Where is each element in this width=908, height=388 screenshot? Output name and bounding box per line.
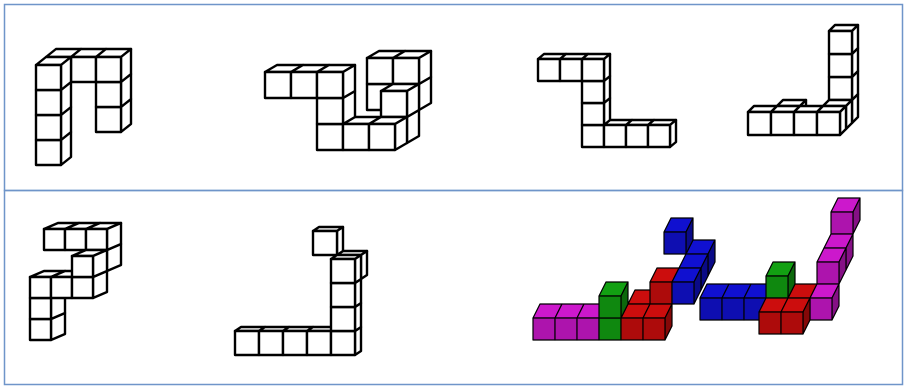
figure-5	[30, 223, 121, 340]
cube-front-face	[555, 318, 577, 340]
cube-front-face	[331, 283, 355, 307]
figure-4	[748, 25, 858, 135]
cube-front-face	[538, 59, 560, 81]
cube-front-face	[265, 72, 291, 98]
cube-front-face	[381, 91, 407, 117]
cube-front-face	[36, 90, 61, 115]
cube-front-face	[626, 125, 648, 147]
cube-front-face	[700, 298, 722, 320]
cube-front-face	[317, 124, 343, 150]
cube-front-face	[722, 298, 744, 320]
figure-7	[533, 218, 715, 340]
cube-front-face	[794, 112, 817, 135]
cube-front-face	[36, 115, 61, 140]
cube-side-face	[395, 117, 407, 150]
cube-front-face	[259, 331, 283, 355]
cube-front-face	[71, 57, 96, 82]
cube-front-face	[664, 232, 686, 254]
cube-front-face	[582, 125, 604, 147]
cube-front-face	[650, 282, 672, 304]
cube-front-face	[72, 256, 93, 277]
cube-front-face	[44, 229, 65, 250]
cube-front-face	[317, 72, 343, 98]
cube-front-face	[30, 319, 51, 340]
cube-front-face	[748, 112, 771, 135]
cube-front-face	[829, 54, 852, 77]
cube-front-face	[331, 259, 355, 283]
figure-3	[538, 54, 676, 147]
cube-front-face	[235, 331, 259, 355]
cube-front-face	[30, 298, 51, 319]
cube-front-face	[817, 112, 840, 135]
cube-front-face	[331, 331, 355, 355]
cube-front-face	[313, 231, 337, 255]
cube-side-face	[419, 51, 431, 84]
cube-front-face	[36, 65, 61, 90]
cube-front-face	[393, 58, 419, 84]
cube-front-face	[36, 140, 61, 165]
cube-front-face	[810, 298, 832, 320]
cube-front-face	[759, 312, 781, 334]
cube-side-face	[93, 250, 107, 277]
cube-front-face	[817, 262, 839, 284]
cube-side-face	[407, 84, 419, 117]
figure-8	[700, 198, 860, 334]
cube-front-face	[331, 307, 355, 331]
cube-front-face	[604, 125, 626, 147]
figure-1	[36, 49, 131, 165]
cube-front-face	[533, 318, 555, 340]
cube-front-face	[96, 57, 121, 82]
cube-front-face	[30, 277, 51, 298]
cube-front-face	[829, 77, 852, 100]
top-panel-border	[5, 5, 903, 191]
cube-front-face	[86, 229, 107, 250]
cube-front-face	[781, 312, 803, 334]
cube-front-face	[582, 103, 604, 125]
cube-front-face	[65, 229, 86, 250]
cube-front-face	[317, 98, 343, 124]
cube-front-face	[560, 59, 582, 81]
cube-front-face	[291, 72, 317, 98]
cube-front-face	[582, 81, 604, 103]
cube-front-face	[51, 277, 72, 298]
cube-front-face	[582, 59, 604, 81]
cube-front-face	[369, 124, 395, 150]
cube-front-face	[307, 331, 331, 355]
cube-front-face	[599, 296, 621, 318]
cube-side-face	[107, 223, 121, 250]
cube-front-face	[599, 318, 621, 340]
cube-front-face	[283, 331, 307, 355]
figure-6	[235, 227, 367, 355]
cube-side-face	[343, 65, 355, 98]
cube-front-face	[648, 125, 670, 147]
cube-front-face	[621, 318, 643, 340]
cube-front-face	[829, 31, 852, 54]
cube-front-face	[577, 318, 599, 340]
cube-front-face	[72, 277, 93, 298]
cube-front-face	[766, 276, 788, 298]
cube-front-face	[96, 82, 121, 107]
cube-front-face	[643, 318, 665, 340]
cube-front-face	[771, 112, 794, 135]
cube-front-face	[343, 124, 369, 150]
figure-2	[265, 51, 431, 150]
cube-front-face	[831, 212, 853, 234]
cube-front-face	[367, 58, 393, 84]
cube-front-face	[96, 107, 121, 132]
cube-front-face	[672, 282, 694, 304]
